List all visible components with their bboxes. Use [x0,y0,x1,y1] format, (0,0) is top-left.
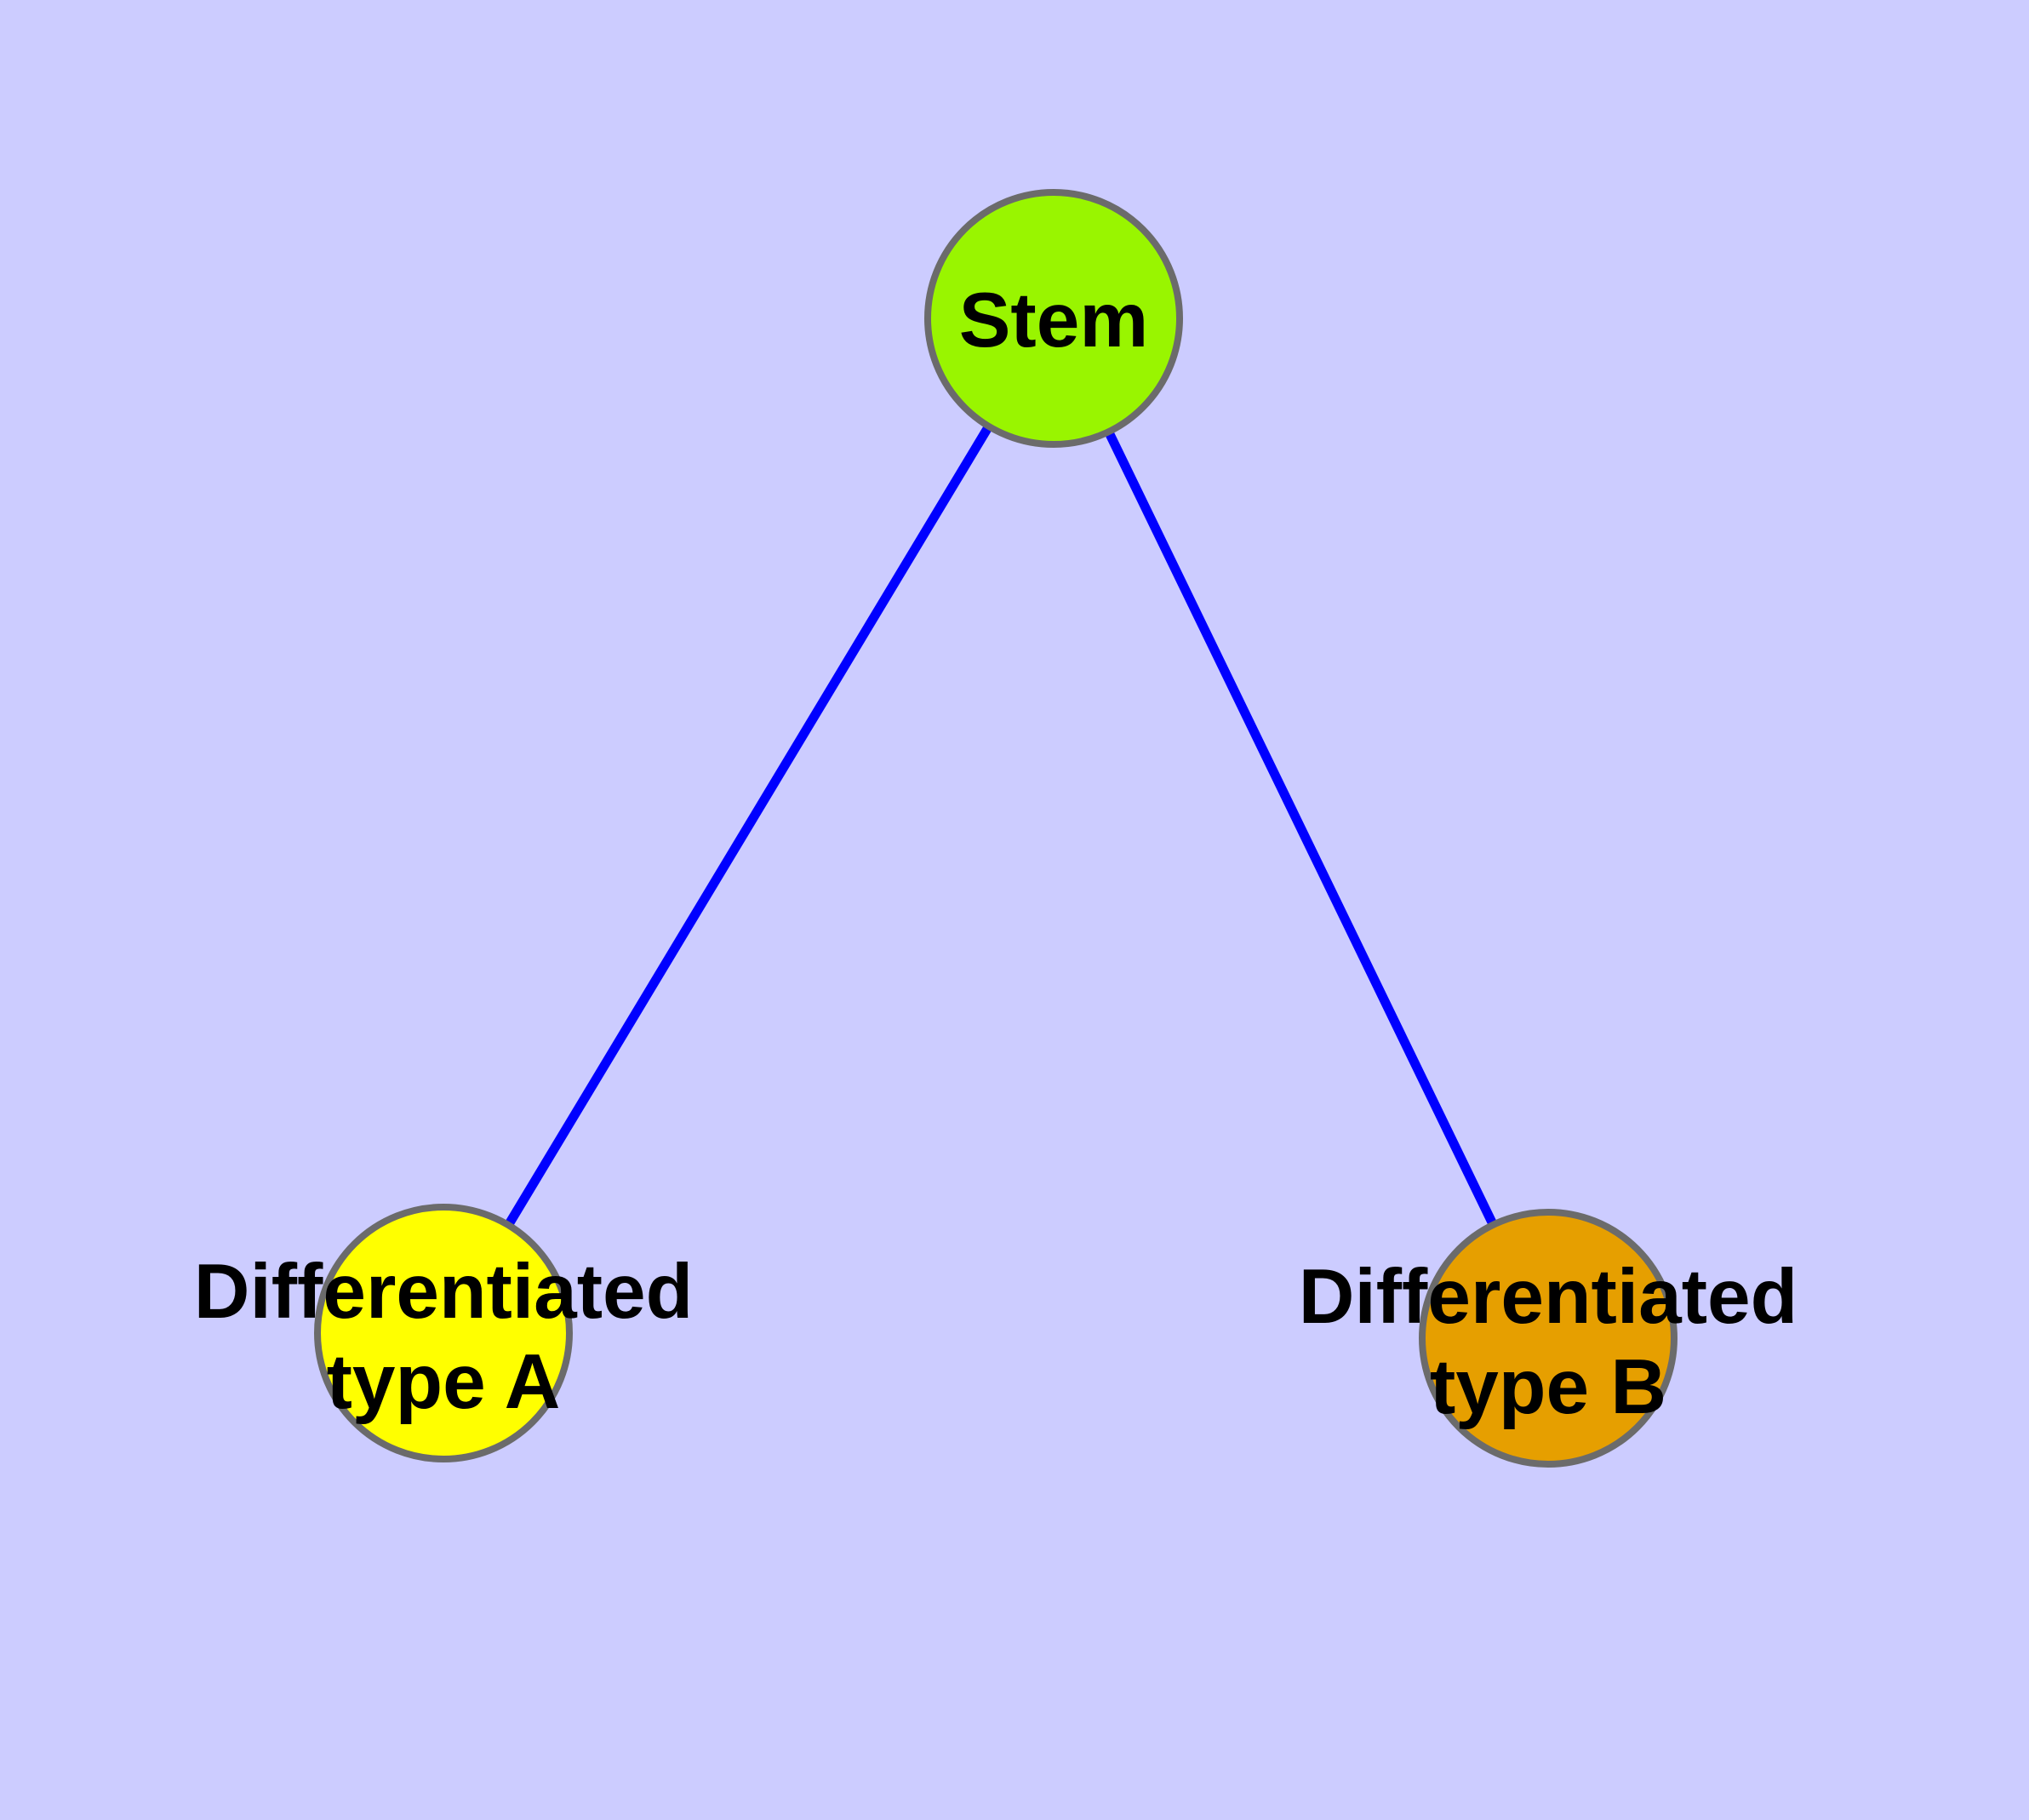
node-type-b-label-line1: Differentiated [1299,1254,1798,1340]
edge-stem-to-type-a [439,316,1058,1336]
node-type-a-label-line1: Differentiated [194,1249,694,1335]
node-type-a-label-line2: type A [327,1339,561,1425]
node-differentiated-type-a [314,1204,573,1462]
node-stem [924,189,1183,448]
node-type-b-label-line2: type B [1430,1344,1666,1430]
edge-stem-to-type-b [1049,316,1552,1341]
node-stem-label: Stem [959,278,1149,363]
node-differentiated-type-b [1419,1209,1677,1468]
